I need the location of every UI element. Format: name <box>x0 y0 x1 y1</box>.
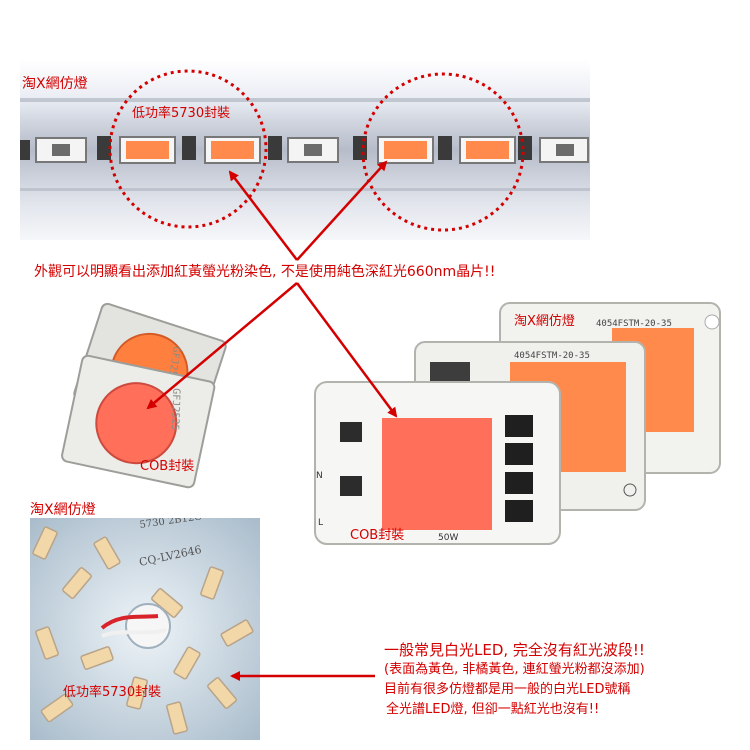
white-led-photo: 5730 2B12C CQ-LV2646 <box>30 518 260 740</box>
note-line-3: 目前有很多仿燈都是用一般的白光LED號稱 <box>384 682 631 697</box>
cob-board-source-label: 淘X網仿燈 <box>514 314 575 329</box>
note-line-1: 一般常見白光LED, 完全沒有紅光波段!! <box>384 641 645 659</box>
main-note-label: 外觀可以明顯看出添加紅黃螢光粉染色, 不是使用純色深紅光660nm晶片!! <box>34 264 496 280</box>
white-led-note: 一般常見白光LED, 完全沒有紅光波段!! (表面為黃色, 非橘黃色, 連紅螢光… <box>384 640 744 720</box>
large-cob-photo: 4054FSTM-20-35 4054FSTM-20-35 N L 50W <box>300 300 740 550</box>
cob-large-label: COB封裝 <box>350 528 405 543</box>
board-l-mark: L <box>318 518 323 528</box>
top-package-label: 低功率5730封裝 <box>132 106 231 121</box>
bottom-source-label: 淘X網仿燈 <box>30 502 96 518</box>
note-line-2: (表面為黃色, 非橘黃色, 連紅螢光粉都沒添加) <box>384 662 645 677</box>
top-source-label: 淘X網仿燈 <box>22 76 88 92</box>
bottom-package-label: 低功率5730封裝 <box>63 685 162 700</box>
cob-small-label: COB封裝 <box>140 459 195 474</box>
board-code-1: 4054FSTM-20-35 <box>596 319 672 329</box>
led-strip-photo <box>20 60 590 240</box>
arrows <box>146 160 398 681</box>
small-cob-photo: GFJ2525 GFJ2525 <box>40 300 240 500</box>
board-n-mark: N <box>316 471 323 481</box>
small-cob-mark-2: GFJ2525 <box>169 388 181 431</box>
dotted-circles <box>108 69 525 232</box>
note-line-4: 全光譜LED燈, 但卻一點紅光也沒有!! <box>386 702 600 717</box>
board-code-2: 4054FSTM-20-35 <box>514 351 590 361</box>
board-watt-mark: 50W <box>438 533 458 543</box>
